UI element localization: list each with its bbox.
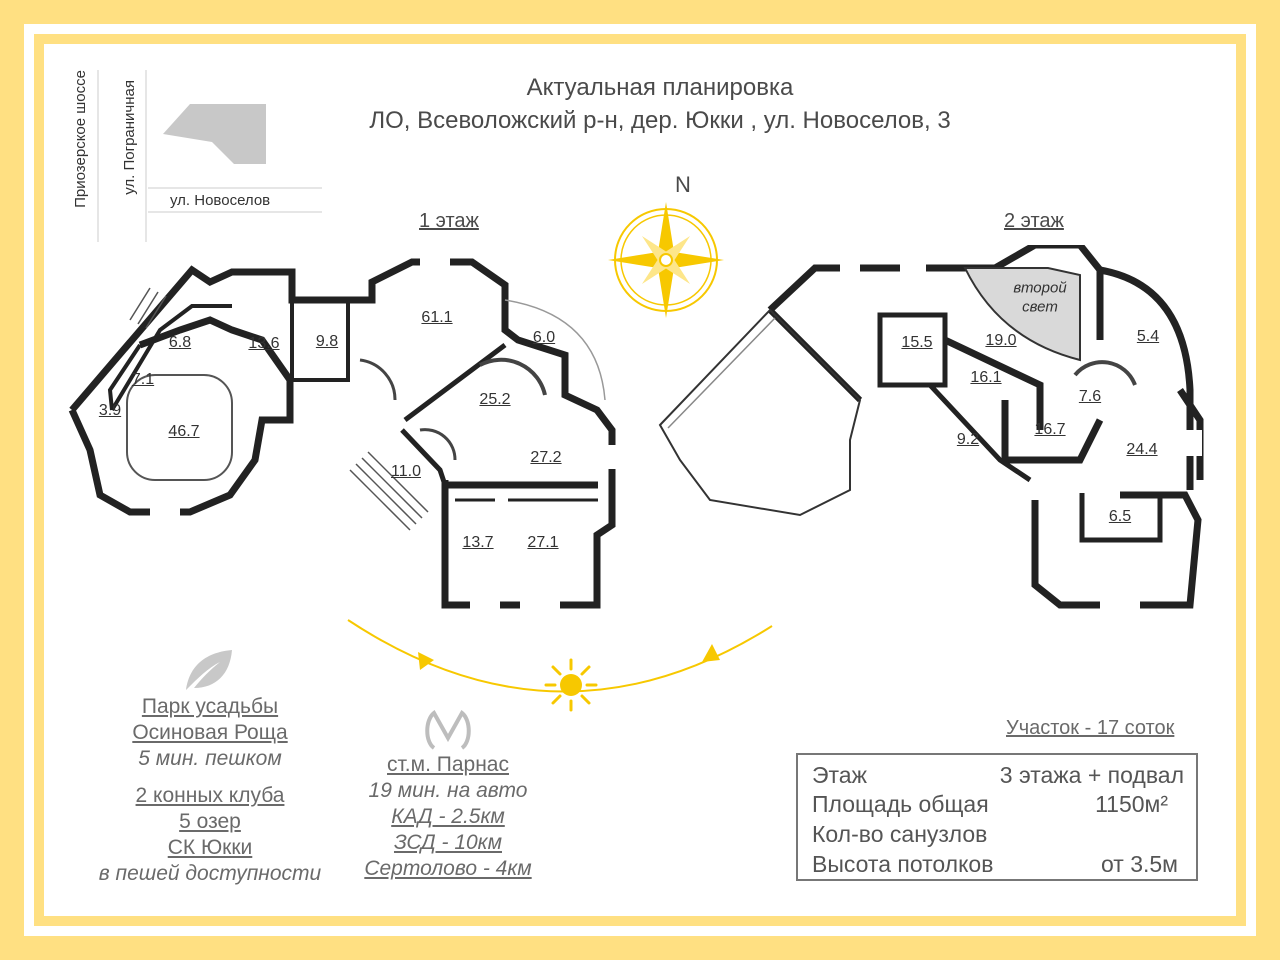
page-title: Актуальная планировка xyxy=(526,74,794,101)
floor1-plan xyxy=(68,258,616,610)
room-area-label: 15.5 xyxy=(901,334,933,351)
sun-path xyxy=(347,619,773,693)
metro-line: ст.м. Парнас xyxy=(387,753,509,776)
floor2-label: 2 этаж xyxy=(1004,210,1064,232)
plot-area: Участок - 17 соток xyxy=(1006,717,1175,739)
page-address: ЛО, Всеволожский р-н, дер. Юкки , ул. Но… xyxy=(369,107,951,134)
park-line: СК Юкки xyxy=(167,836,253,859)
room-area-label: 9.8 xyxy=(315,333,339,350)
room-area-label: 5.4 xyxy=(1136,328,1160,345)
floor2-plan xyxy=(658,245,1204,610)
room-area-label: 27.2 xyxy=(530,449,562,466)
metro-line: Сертолово - 4км xyxy=(364,857,532,880)
stat-row: Площадь общая 1150м² xyxy=(812,791,1184,821)
room-area-label: 7.6 xyxy=(1078,388,1102,405)
room-area-label: 25.2 xyxy=(479,391,511,408)
park-line: 5 мин. пешком xyxy=(138,747,282,770)
park-line: 2 конных клуба xyxy=(135,784,285,807)
room-area-label: 19.0 xyxy=(985,332,1017,349)
second-light-label: второй свет xyxy=(1013,279,1067,315)
room-area-label: 6.5 xyxy=(1108,508,1132,525)
street-priozerskoe: Приозерское шоссе xyxy=(72,70,89,208)
sun-path-arrow-icon xyxy=(418,652,434,670)
metro-line: 19 мин. на авто xyxy=(368,779,528,802)
park-line: 5 озер xyxy=(179,810,241,833)
sun-path-arrow-icon xyxy=(702,644,720,662)
stat-value: от 3.5м xyxy=(1101,851,1178,877)
room-area-label: 13.6 xyxy=(248,335,280,352)
room-area-label: 6.0 xyxy=(532,329,556,346)
stat-row: Этаж 3 этажа + подвал xyxy=(812,762,1184,792)
room-area-label: 24.4 xyxy=(1126,441,1158,458)
stat-key: Этаж xyxy=(812,762,867,788)
leaf-icon xyxy=(186,650,232,690)
stat-row: Высота потолков от 3.5м xyxy=(812,851,1184,881)
stats-table: Этаж 3 этажа + подвал Площадь общая 1150… xyxy=(796,753,1198,881)
room-area-label: 6.8 xyxy=(168,334,192,351)
metro-icon xyxy=(425,710,471,750)
stat-value: 1150м² xyxy=(1095,791,1168,817)
room-area-label: 7.1 xyxy=(131,371,155,388)
stat-key: Высота потолков xyxy=(812,851,994,877)
street-pogranichnaya: ул. Пограничная xyxy=(121,80,138,195)
room-area-label: 27.1 xyxy=(527,534,559,551)
room-area-label: 11.0 xyxy=(391,463,421,480)
room-area-label: 16.7 xyxy=(1034,421,1066,438)
room-area-label: 16.1 xyxy=(970,369,1002,386)
room-area-label: 46.7 xyxy=(168,423,200,440)
room-area-label: 61.1 xyxy=(421,309,453,326)
metro-line: КАД - 2.5км xyxy=(391,805,505,828)
sun-icon xyxy=(544,658,598,712)
room-area-label: 13.7 xyxy=(462,534,494,551)
metro-line: ЗСД - 10км xyxy=(393,831,502,854)
location-schema xyxy=(97,70,322,242)
stat-key: Площадь общая xyxy=(812,791,989,817)
park-line: Осиновая Роща xyxy=(132,721,288,744)
stat-value: 3 этажа + подвал xyxy=(999,762,1184,788)
north-label: N xyxy=(675,172,691,197)
street-novoselov: ул. Новоселов xyxy=(170,192,271,209)
stat-row: Кол-во санузлов xyxy=(812,821,1184,851)
plot-shape xyxy=(163,104,266,164)
room-area-label: 3.9 xyxy=(98,402,122,419)
park-line: в пешей доступности xyxy=(98,862,322,885)
compass-rose-icon xyxy=(608,202,724,318)
second-light-area xyxy=(963,267,1081,362)
park-line: Парк усадьбы xyxy=(141,695,279,718)
stat-key: Кол-во санузлов xyxy=(812,821,988,847)
floor1-label: 1 этаж xyxy=(419,210,479,232)
room-area-label: 9.2 xyxy=(956,431,980,448)
